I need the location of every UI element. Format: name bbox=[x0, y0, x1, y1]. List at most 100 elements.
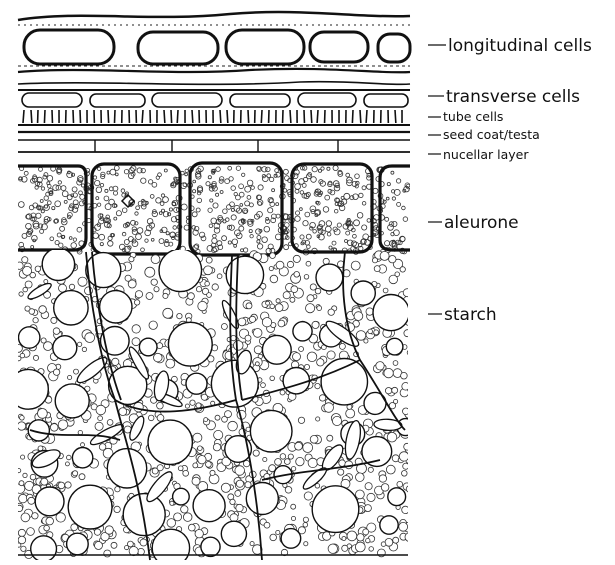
starch-granule-small bbox=[151, 255, 160, 264]
starch-granule-small bbox=[183, 513, 192, 522]
starch-granule-small bbox=[21, 513, 30, 522]
label-text: aleurone bbox=[444, 213, 519, 233]
aleurone-granule bbox=[323, 207, 329, 213]
starch-granule-small bbox=[308, 458, 317, 467]
starch-granule-small bbox=[134, 300, 139, 305]
starch-granule-small bbox=[53, 328, 60, 335]
starch-layer bbox=[9, 248, 415, 565]
starch-granule-small bbox=[206, 462, 212, 468]
aleurone-granule bbox=[303, 177, 307, 181]
starch-granule-small bbox=[196, 287, 201, 292]
label-text: nucellar layer bbox=[443, 147, 529, 162]
starch-granule-large bbox=[351, 281, 375, 305]
aleurone-granule bbox=[57, 233, 61, 237]
aleurone-granule bbox=[247, 196, 251, 200]
starch-granule-small bbox=[381, 484, 389, 492]
starch-granule-small bbox=[78, 277, 87, 286]
starch-granule-small bbox=[225, 411, 232, 418]
tube-cell-tick bbox=[395, 110, 396, 123]
starch-granule-small bbox=[283, 292, 290, 299]
starch-granule-small bbox=[231, 335, 236, 340]
starch-granule-small bbox=[356, 473, 365, 482]
starch-granule-small bbox=[81, 443, 85, 447]
starch-granule-small bbox=[368, 329, 373, 334]
aleurone-granule bbox=[197, 198, 202, 203]
starch-granule-small bbox=[403, 289, 411, 297]
starch-granule-small bbox=[68, 375, 72, 379]
starch-granule-small bbox=[269, 267, 273, 271]
aleurone-granule bbox=[394, 189, 400, 195]
tube-cell-tick bbox=[114, 110, 115, 123]
starch-granule-large bbox=[9, 369, 49, 409]
starch-granule-large bbox=[281, 529, 301, 549]
starch-granule-small bbox=[79, 474, 85, 480]
starch-granule-small bbox=[315, 383, 320, 388]
aleurone-granule bbox=[334, 209, 338, 213]
starch-granule-small bbox=[291, 467, 295, 471]
starch-granule-large bbox=[72, 448, 92, 468]
starch-granule-small bbox=[46, 517, 54, 525]
starch-granule-small bbox=[98, 416, 103, 421]
transverse-cells-layer bbox=[18, 90, 410, 125]
starch-granule-small bbox=[154, 353, 163, 362]
starch-granule-small bbox=[19, 292, 23, 296]
starch-granule-small bbox=[215, 415, 220, 420]
aleurone-granule bbox=[168, 213, 171, 216]
starch-granule-small bbox=[157, 402, 164, 409]
starch-granule-large bbox=[35, 487, 64, 516]
longitudinal-cells-layer bbox=[18, 12, 410, 84]
aleurone-granule bbox=[385, 241, 390, 246]
tube-cell-tick bbox=[248, 110, 249, 123]
aleurone-granule bbox=[223, 209, 228, 214]
starch-granule-small bbox=[193, 463, 198, 468]
starch-granule-small bbox=[319, 395, 325, 401]
aleurone-granule bbox=[362, 202, 366, 206]
starch-granule-small bbox=[207, 293, 212, 298]
aleurone-granule bbox=[148, 180, 152, 184]
aleurone-granule bbox=[333, 165, 338, 170]
tube-cell-tick bbox=[80, 110, 81, 123]
starch-granule-small bbox=[312, 321, 319, 328]
label-longitudinal-cells: longitudinal cells bbox=[428, 36, 592, 56]
aleurone-granule bbox=[354, 220, 360, 226]
starch-granule-small bbox=[77, 342, 81, 346]
aleurone-granule bbox=[245, 201, 250, 206]
starch-granule-small bbox=[245, 482, 251, 488]
tube-cell-tick bbox=[290, 110, 291, 123]
aleurone-granule bbox=[310, 227, 313, 230]
starch-granule-small bbox=[406, 486, 412, 492]
aleurone-granule bbox=[122, 232, 126, 236]
starch-granule-small bbox=[295, 442, 303, 450]
aleurone-granule bbox=[55, 241, 59, 245]
aleurone-granule bbox=[100, 243, 103, 246]
starch-granule-small bbox=[198, 301, 207, 310]
aleurone-granule bbox=[124, 240, 129, 245]
aleurone-granule bbox=[362, 225, 367, 230]
starch-granule-small bbox=[94, 529, 100, 535]
starch-granule-small bbox=[145, 267, 155, 277]
starch-granule-small bbox=[195, 530, 203, 538]
aleurone-granule bbox=[239, 226, 244, 231]
aleurone-granule bbox=[40, 200, 43, 203]
starch-granule-small bbox=[238, 318, 246, 326]
starch-granule-small bbox=[280, 390, 285, 395]
aleurone-granule bbox=[275, 169, 279, 173]
aleurone-granule bbox=[243, 248, 247, 252]
tube-cell-tick bbox=[261, 110, 262, 123]
aleurone-granule bbox=[367, 219, 371, 223]
starch-granule-small bbox=[149, 321, 157, 329]
tube-cell-tick bbox=[31, 110, 32, 123]
starch-granule-small bbox=[327, 435, 333, 441]
aleurone-granule bbox=[295, 216, 300, 221]
starch-granule-small bbox=[166, 359, 175, 368]
starch-granule-small bbox=[167, 519, 176, 528]
starch-granule-small bbox=[276, 261, 284, 269]
starch-granule-small bbox=[157, 465, 163, 471]
starch-granule-small bbox=[357, 534, 364, 541]
aleurone-granule bbox=[192, 212, 197, 217]
starch-granule-small bbox=[338, 469, 344, 475]
starch-granule-small bbox=[263, 457, 267, 461]
starch-granule-small bbox=[163, 308, 173, 318]
starch-granule-small bbox=[174, 513, 182, 521]
